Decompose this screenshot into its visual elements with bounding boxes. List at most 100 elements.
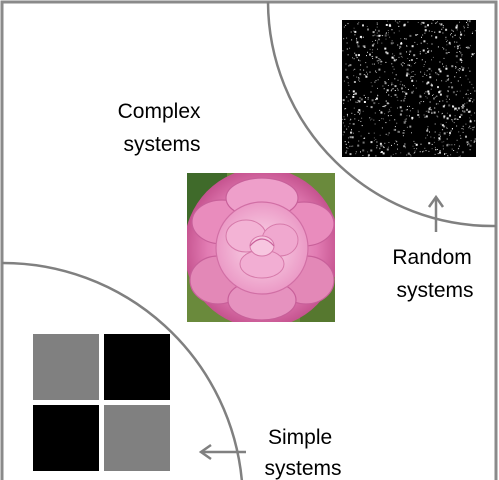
noise-speckle xyxy=(346,128,348,130)
noise-speckle xyxy=(352,132,354,134)
noise-speckle xyxy=(459,116,461,118)
noise-speckle xyxy=(469,125,471,127)
noise-speckle xyxy=(399,52,402,55)
simple-label-line2: systems xyxy=(264,457,341,480)
noise-speckle xyxy=(366,105,368,107)
noise-speckle xyxy=(443,57,445,59)
noise-speckle xyxy=(434,107,436,109)
noise-speckle xyxy=(452,91,455,94)
noise-speckle xyxy=(348,137,349,139)
noise-speckle xyxy=(424,74,426,75)
noise-speckle xyxy=(354,68,356,70)
noise-speckle xyxy=(402,132,405,134)
noise-speckle xyxy=(361,37,362,39)
noise-speckle xyxy=(431,43,433,45)
noise-speckle xyxy=(342,134,344,136)
noise-speckle xyxy=(430,88,432,90)
noise-speckle xyxy=(343,131,345,133)
noise-speckle xyxy=(365,74,366,76)
noise-speckle xyxy=(405,74,408,77)
noise-speckle xyxy=(462,128,464,130)
simple-arrow xyxy=(198,443,246,461)
noise-speckle xyxy=(373,140,375,142)
noise-speckle xyxy=(469,81,471,83)
noise-speckle xyxy=(452,36,454,38)
noise-speckle xyxy=(445,65,447,67)
noise-speckle xyxy=(392,88,394,90)
noise-speckle xyxy=(377,29,380,32)
noise-speckle xyxy=(371,56,373,58)
noise-speckle xyxy=(423,64,425,65)
noise-speckle xyxy=(390,90,392,92)
noise-speckle xyxy=(404,97,406,99)
noise-speckle xyxy=(443,48,445,50)
noise-speckle xyxy=(413,148,415,149)
noise-speckle xyxy=(414,41,416,43)
noise-speckle xyxy=(423,150,425,152)
noise-speckle xyxy=(461,106,464,109)
noise-speckle xyxy=(412,71,414,72)
noise-speckle xyxy=(362,149,365,152)
noise-speckle xyxy=(439,70,442,73)
noise-speckle xyxy=(438,134,440,136)
noise-speckle xyxy=(468,47,470,49)
noise-speckle xyxy=(358,100,361,103)
noise-speckle xyxy=(447,155,448,156)
noise-speckle xyxy=(375,155,377,157)
noise-speckle xyxy=(434,147,436,149)
noise-speckle xyxy=(466,46,469,49)
noise-speckle xyxy=(466,108,468,111)
noise-speckle xyxy=(435,96,436,98)
checker-cell-top-right xyxy=(104,334,170,400)
noise-speckle xyxy=(465,135,467,138)
noise-speckle xyxy=(391,40,393,42)
noise-speckle xyxy=(357,99,359,101)
noise-speckle xyxy=(404,38,406,40)
noise-speckle xyxy=(432,20,434,21)
noise-speckle xyxy=(431,70,433,72)
noise-speckle xyxy=(353,30,355,32)
noise-speckle xyxy=(455,26,457,28)
noise-speckle xyxy=(472,101,474,103)
noise-speckle xyxy=(354,114,356,115)
random-noise-image xyxy=(342,20,476,157)
checker-cell-top-left xyxy=(33,334,99,400)
noise-speckle xyxy=(412,76,414,77)
noise-speckle xyxy=(409,53,410,55)
noise-speckle xyxy=(390,42,393,45)
noise-speckle xyxy=(439,134,441,136)
noise-speckle xyxy=(393,128,396,131)
noise-speckle xyxy=(461,128,463,130)
noise-speckle xyxy=(370,91,372,93)
noise-speckle xyxy=(432,94,434,95)
noise-speckle xyxy=(449,131,451,134)
noise-speckle xyxy=(382,35,384,37)
noise-speckle xyxy=(354,94,356,95)
noise-speckle xyxy=(384,81,386,83)
noise-speckle xyxy=(343,116,345,118)
noise-speckle xyxy=(467,78,469,80)
noise-speckle xyxy=(434,153,436,155)
noise-speckle xyxy=(358,79,360,81)
noise-speckle xyxy=(437,46,439,48)
checker-cell-bottom-left xyxy=(33,405,99,471)
noise-speckle xyxy=(357,111,359,113)
noise-speckle xyxy=(379,60,382,63)
noise-speckle xyxy=(451,65,454,68)
noise-speckle xyxy=(354,34,356,36)
noise-speckle xyxy=(374,81,376,83)
noise-speckle xyxy=(468,143,470,145)
noise-speckle xyxy=(385,32,387,34)
noise-speckle xyxy=(380,111,382,112)
noise-speckle xyxy=(435,38,437,39)
noise-speckle xyxy=(353,58,355,60)
noise-speckle xyxy=(441,124,444,127)
noise-speckle xyxy=(350,131,353,134)
noise-speckle xyxy=(441,129,443,131)
noise-speckle xyxy=(388,132,390,134)
noise-speckle xyxy=(394,119,396,121)
noise-speckle xyxy=(452,105,453,107)
noise-speckle xyxy=(424,32,426,34)
noise-speckle xyxy=(457,80,459,82)
noise-speckle xyxy=(437,153,439,155)
